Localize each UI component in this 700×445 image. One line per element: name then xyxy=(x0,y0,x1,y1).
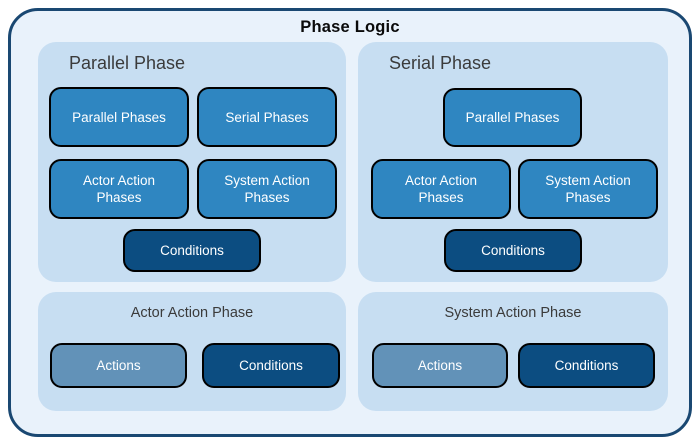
panel-serial-phase-title: Serial Phase xyxy=(389,53,492,73)
panel-parallel-phase: Parallel Phase Parallel Phases Serial Ph… xyxy=(38,42,346,282)
panel-system-action-phase-title: System Action Phase xyxy=(444,305,582,321)
diagram-title: Phase Logic xyxy=(300,18,400,36)
node-system-action-phases: System Action Phases xyxy=(518,159,658,219)
panel-serial-phase: Serial Phase Parallel Phases Actor Actio… xyxy=(358,42,668,282)
node-system-action-phases: System Action Phases xyxy=(197,159,337,219)
node-actions: Actions xyxy=(50,343,187,388)
panel-actor-action-phase: Actor Action Phase Actions Conditions xyxy=(38,292,346,411)
node-conditions: Conditions xyxy=(444,229,582,272)
node-conditions: Conditions xyxy=(123,229,261,272)
node-serial-phases: Serial Phases xyxy=(197,87,337,147)
node-actor-action-phases: Actor Action Phases xyxy=(371,159,511,219)
panel-actor-action-phase-title: Actor Action Phase xyxy=(130,305,254,321)
phase-logic-container: Phase Logic Parallel Phase Parallel Phas… xyxy=(8,8,692,437)
node-actor-action-phases: Actor Action Phases xyxy=(49,159,189,219)
panel-parallel-phase-title: Parallel Phase xyxy=(69,53,186,73)
node-parallel-phases: Parallel Phases xyxy=(443,88,582,147)
panel-system-action-phase: System Action Phase Actions Conditions xyxy=(358,292,668,411)
node-conditions: Conditions xyxy=(202,343,340,388)
node-parallel-phases: Parallel Phases xyxy=(49,87,189,147)
node-actions: Actions xyxy=(372,343,508,388)
node-conditions: Conditions xyxy=(518,343,655,388)
